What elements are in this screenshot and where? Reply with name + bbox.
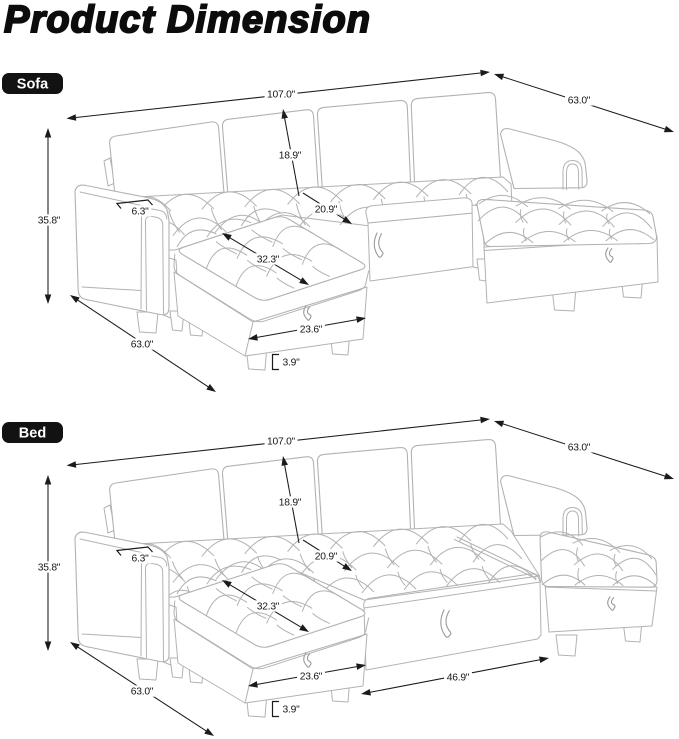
svg-text:20.9": 20.9" bbox=[315, 552, 338, 563]
svg-text:107.0": 107.0" bbox=[267, 437, 296, 448]
svg-text:Sofa: Sofa bbox=[17, 77, 49, 93]
svg-text:23.6": 23.6" bbox=[300, 672, 323, 683]
svg-text:Bed: Bed bbox=[19, 426, 46, 442]
svg-text:32.3": 32.3" bbox=[257, 602, 280, 613]
svg-text:63.0": 63.0" bbox=[131, 687, 154, 698]
svg-text:3.9": 3.9" bbox=[283, 358, 301, 369]
svg-text:63.0": 63.0" bbox=[568, 96, 591, 107]
svg-text:35.8": 35.8" bbox=[38, 216, 61, 227]
svg-text:6.3": 6.3" bbox=[132, 554, 150, 565]
svg-text:35.8": 35.8" bbox=[38, 563, 61, 574]
svg-text:Product Dimension: Product Dimension bbox=[4, 0, 371, 41]
svg-text:23.6": 23.6" bbox=[300, 325, 323, 336]
svg-text:18.9": 18.9" bbox=[279, 498, 302, 509]
svg-text:63.0": 63.0" bbox=[131, 340, 154, 351]
svg-text:46.9": 46.9" bbox=[447, 673, 470, 684]
svg-text:6.3": 6.3" bbox=[132, 207, 150, 218]
svg-text:107.0": 107.0" bbox=[267, 90, 296, 101]
svg-text:63.0": 63.0" bbox=[568, 443, 591, 454]
svg-text:3.9": 3.9" bbox=[283, 705, 301, 716]
svg-text:32.3": 32.3" bbox=[257, 255, 280, 266]
svg-text:18.9": 18.9" bbox=[279, 151, 302, 162]
svg-text:20.9": 20.9" bbox=[315, 205, 338, 216]
